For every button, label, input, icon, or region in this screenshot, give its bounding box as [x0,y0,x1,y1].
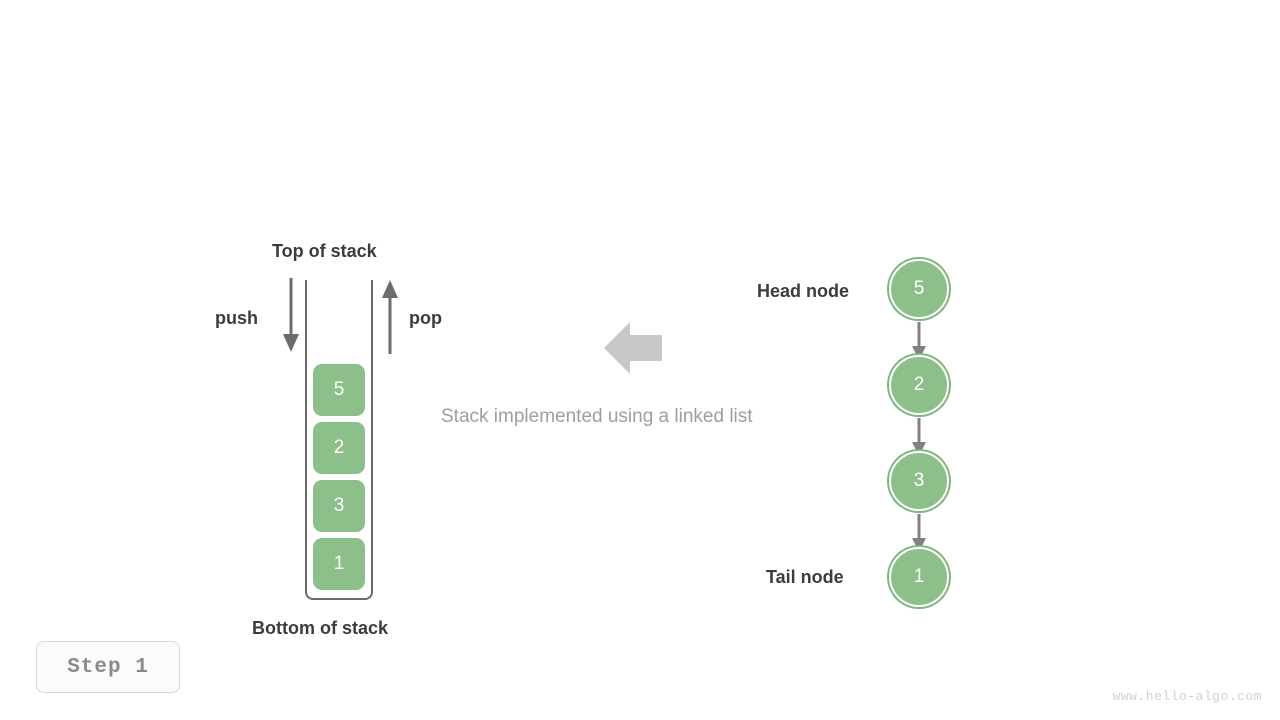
stack-cell: 2 [313,422,365,474]
watermark-text: www.hello-algo.com [1112,689,1262,704]
push-arrow-icon [283,278,299,352]
stack-container [305,280,373,600]
caption-text: Stack implemented using a linked list [441,406,753,427]
linked-list-link-arrow-icon [912,514,926,552]
step-badge-text: Step 1 [67,655,149,679]
linked-list-node: 5 [889,259,949,319]
tail-node-label: Tail node [766,567,844,587]
bottom-of-stack-label: Bottom of stack [252,618,389,638]
top-of-stack-label: Top of stack [272,241,377,261]
stack-cell: 5 [313,364,365,416]
linked-list-node: 1 [889,547,949,607]
stack-cell: 1 [313,538,365,590]
linked-list-link-arrow-icon [912,322,926,360]
linked-list-link-arrow-icon [912,418,926,456]
pop-arrow-icon [382,280,398,354]
pop-label: pop [409,308,442,328]
step-badge: Step 1 [36,641,180,693]
conversion-arrow-left-icon [604,322,662,374]
head-node-label: Head node [757,281,850,301]
linked-list-node: 2 [889,355,949,415]
push-label: push [215,308,258,328]
linked-list-node: 3 [889,451,949,511]
stack-cell: 3 [313,480,365,532]
